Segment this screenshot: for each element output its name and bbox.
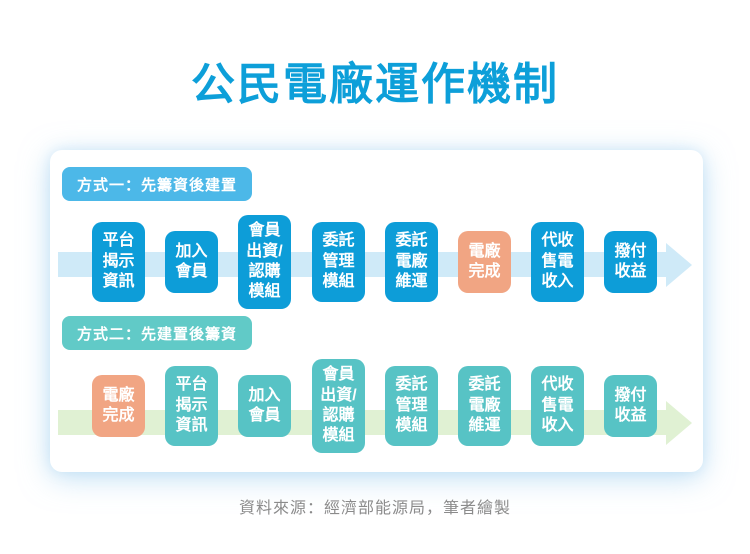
step-box-label-line: 模組 (248, 283, 281, 301)
step-box-label-line: 撥付 (614, 386, 647, 404)
step-box-label-line: 電廠 (102, 386, 135, 404)
step-box-label-line: 代收 (541, 232, 574, 250)
step-box-label-line: 出資/ (320, 386, 357, 404)
step-box-label-line: 委託 (468, 376, 501, 394)
step-box-label-line: 委託 (395, 232, 428, 250)
step-box-label-line: 會員 (248, 222, 281, 240)
step-box-label-line: 加入 (248, 386, 281, 404)
page-title: 公民電廠運作機制 (191, 60, 559, 109)
step-box-process: 會員出資/認購模組 (312, 359, 365, 453)
method-1-label: 方式一：先籌資後建置 (62, 167, 253, 201)
method-1-flow-arrow (58, 252, 666, 277)
step-box-label-line: 平台 (102, 232, 135, 250)
step-box-label-line: 委託 (395, 376, 428, 394)
method-2-flow-arrow (58, 410, 666, 435)
method-2-label: 方式二：先建置後籌資 (62, 316, 253, 350)
source-note: 資料來源：經濟部能源局，筆者繪製 (238, 500, 511, 517)
step-box-label-line: 代收 (541, 376, 574, 394)
step-box-label-line: 平台 (175, 376, 208, 394)
step-box-label-line: 會員 (322, 366, 355, 384)
flowchart-card: 方式一：先籌資後建置 平台揭示資訊加入會員會員出資/認購模組委託管理模組委託電廠… (50, 150, 703, 472)
step-box-label-line: 委託 (322, 232, 355, 250)
